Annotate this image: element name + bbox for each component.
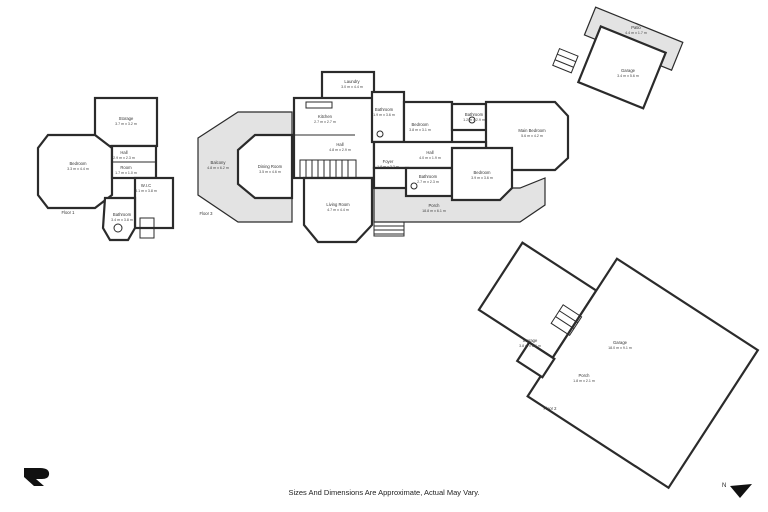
room-name: Patio: [631, 25, 641, 30]
room-dims: 3.5 m x 4.6 m: [259, 170, 281, 174]
north-arrow-icon: N: [722, 483, 752, 498]
room-dims: 3.4 m x 5.6 m: [617, 74, 639, 78]
room-dims: 1.7 m x 1.0 m: [115, 171, 137, 175]
room-name: Storage: [523, 338, 538, 343]
room-name: Dining Room: [258, 164, 283, 169]
room-name: Balcony: [211, 160, 227, 165]
room-dims: 4.4 m x 1.7 m: [625, 31, 647, 35]
room-dims: 2.7 m x 2.7 m: [314, 120, 336, 124]
floor-3-plan: [197, 70, 570, 244]
room-dims: 3.0 m x 4.4 m: [341, 85, 363, 89]
room-dims: 3.8 m x 8.8 m: [519, 344, 541, 348]
room-name: Garage: [621, 68, 636, 73]
room-name: Kitchen: [318, 114, 333, 119]
room-dims: 3.1 m x 3.8 m: [135, 189, 157, 193]
room-dims: 3.9 m x 3.6 m: [471, 176, 493, 180]
room-dims: 3.7 m x 3.2 m: [115, 122, 137, 126]
room-name: Hall: [426, 150, 433, 155]
room-name: Bathroom: [113, 212, 132, 217]
room-dims: 18.0 m x 9.1 m: [608, 346, 632, 350]
floor-1-plan: [36, 96, 175, 242]
room-dims: 4.7 m x 4.4 m: [327, 208, 349, 212]
room-dims: 18.8 m x 6.1 m: [422, 209, 446, 213]
room-dims: 1.8 m x 2.1 m: [573, 379, 595, 383]
room-dims: 4.8 m x 6.2 m: [207, 166, 229, 170]
room-name: Bedroom: [70, 161, 88, 166]
room-name: Room: [120, 165, 132, 170]
room-name: Bedroom: [474, 170, 492, 175]
floor-label: Floor 2: [543, 406, 557, 411]
room-name: Porch: [579, 373, 591, 378]
room-dims: 4.0 m x 1.9 m: [419, 156, 441, 160]
room-name: Hall: [336, 142, 343, 147]
room-dims: 1.2 m x 2.9 m: [463, 118, 485, 122]
room-name: Bathroom: [465, 112, 484, 117]
room-dims: 4.8 m x 2.9 m: [329, 148, 351, 152]
room-name: Bedroom: [412, 122, 430, 127]
room-name: Bathroom: [419, 174, 438, 179]
room-name: Bathroom: [375, 107, 394, 112]
room-name: Porch: [429, 203, 441, 208]
floor-label: Floor 3: [199, 211, 213, 216]
floor-label: Floor 1: [61, 210, 75, 215]
room-name: Foyer: [383, 159, 394, 164]
room-dims: 2.9 m x 2.3 m: [113, 156, 135, 160]
room-dims: 3.8 m x 3.1 m: [409, 128, 431, 132]
room-dims: 3.4 m x 3.8 m: [111, 218, 133, 222]
room-name: Laundry: [344, 79, 360, 84]
room-name: Garage: [613, 340, 628, 345]
brand-logo-icon: [24, 468, 50, 486]
room-dims: 2.7 m x 2.3 m: [417, 180, 439, 184]
room-dims: 1.9 m x 3.6 m: [373, 113, 395, 117]
room-dims: 5.6 m x 4.2 m: [521, 134, 543, 138]
floor-2-plan: [477, 241, 760, 490]
room-name: Hall: [120, 150, 127, 155]
room-dims: 1.8 m x 3.2 m: [377, 165, 399, 169]
room-name: Living Room: [326, 202, 350, 207]
north-label: N: [722, 483, 726, 489]
room-name: Storage: [119, 116, 134, 121]
room-name: Main Bedroom: [518, 128, 546, 133]
room-name: W.I.C: [141, 183, 151, 188]
room-dims: 3.3 m x 4.4 m: [67, 167, 89, 171]
garage-small-plan: [552, 6, 684, 110]
disclaimer-text: Sizes And Dimensions Are Approximate, Ac…: [288, 488, 480, 497]
